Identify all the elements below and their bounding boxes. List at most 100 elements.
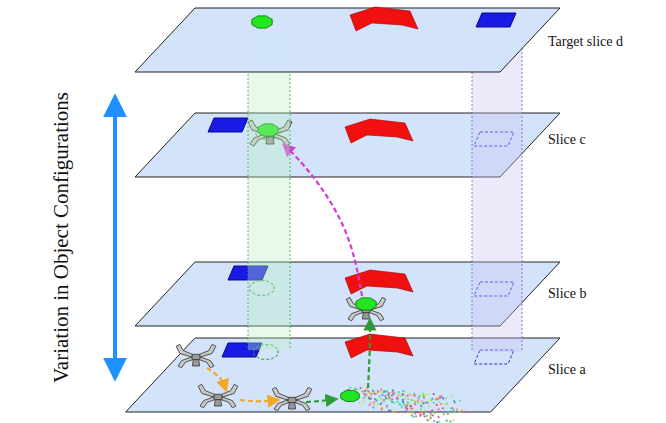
sample-dot <box>401 406 403 408</box>
sample-dot <box>378 395 380 397</box>
blue-object <box>476 13 516 27</box>
sample-dot <box>433 402 435 404</box>
sample-dot <box>438 401 440 403</box>
robot-gripper <box>272 387 312 410</box>
sample-dot <box>452 407 454 409</box>
sample-dot <box>397 394 399 396</box>
sample-dot <box>419 395 421 397</box>
sample-dot <box>424 409 426 411</box>
sample-dot <box>359 387 361 389</box>
sample-dot <box>420 408 422 410</box>
sample-dot <box>405 404 407 406</box>
green-object <box>356 298 376 310</box>
column-edge <box>290 30 291 350</box>
blue-object <box>208 118 248 132</box>
sample-dot <box>362 390 364 392</box>
sample-dot <box>429 416 431 418</box>
sample-dot <box>436 398 438 400</box>
sample-dot <box>456 409 458 411</box>
sample-dot <box>442 407 444 409</box>
sample-dot <box>446 420 448 422</box>
sample-dot <box>436 404 438 406</box>
sample-dot <box>404 397 406 399</box>
sample-dot <box>417 397 419 399</box>
sample-dot <box>426 415 428 417</box>
robot-gripper <box>176 344 216 367</box>
sample-dot <box>453 411 455 413</box>
sample-dot <box>433 393 435 395</box>
sample-dot <box>446 419 448 421</box>
configuration-slice <box>135 8 560 72</box>
projection-column <box>248 30 290 350</box>
sample-dot <box>407 412 409 414</box>
column-edge <box>522 20 523 352</box>
variation-arrow <box>113 98 117 377</box>
sample-dot <box>409 403 411 405</box>
sample-dot <box>363 392 365 394</box>
sample-dot <box>465 411 467 413</box>
slice-label: Slice b <box>548 287 587 301</box>
sample-dot <box>364 390 366 392</box>
motion-path <box>240 400 278 401</box>
sample-dot <box>415 415 417 417</box>
sample-dot <box>381 391 383 393</box>
sample-dot <box>368 397 370 399</box>
sample-dot <box>398 391 400 393</box>
sample-dot <box>449 420 451 422</box>
sample-dot <box>437 396 439 398</box>
sample-dot <box>425 394 427 396</box>
robot-gripper <box>198 384 238 407</box>
green-object <box>252 16 272 28</box>
sample-dot <box>437 415 439 417</box>
sample-dot <box>376 398 378 400</box>
motion-path <box>284 145 362 296</box>
sample-dot <box>447 411 449 413</box>
sample-dot <box>422 393 424 395</box>
sample-dot <box>445 397 447 399</box>
sample-dot <box>442 397 444 399</box>
slice-label: Slice c <box>548 133 586 147</box>
sample-dot <box>436 421 438 423</box>
sample-dot <box>386 406 388 408</box>
sample-dot <box>391 401 393 403</box>
sample-dot <box>438 421 440 423</box>
motion-path <box>306 399 336 402</box>
sample-dot <box>372 406 374 408</box>
sample-dot <box>355 388 357 390</box>
sample-dot <box>422 393 424 395</box>
sample-dot <box>433 412 435 414</box>
sample-dot <box>383 391 385 393</box>
sample-dot <box>409 394 411 396</box>
sample-dot <box>419 413 421 415</box>
sample-dot <box>357 389 359 391</box>
sample-dot <box>364 396 366 398</box>
sample-dot <box>424 402 426 404</box>
sample-dot <box>440 403 442 405</box>
sample-dot <box>414 402 416 404</box>
sample-dot <box>421 406 423 408</box>
sample-dot <box>370 393 372 395</box>
sample-dot <box>410 408 412 410</box>
red-object <box>345 270 413 294</box>
sample-dot <box>409 405 411 407</box>
sample-dot <box>404 395 406 397</box>
sample-dot <box>458 411 460 413</box>
sample-dot <box>430 400 432 402</box>
sample-dot <box>432 414 434 416</box>
sample-dot <box>427 393 429 395</box>
sample-dot <box>383 399 385 401</box>
sample-dot <box>392 389 394 391</box>
sample-dot <box>385 397 387 399</box>
sample-dot <box>409 410 411 412</box>
motion-path <box>207 368 226 390</box>
sample-dot <box>436 404 438 406</box>
sample-dot <box>377 403 379 405</box>
sample-dot <box>381 408 383 410</box>
sample-dot <box>444 403 446 405</box>
sample-dot <box>423 396 425 398</box>
sample-dot <box>368 397 370 399</box>
sample-dot <box>363 401 365 403</box>
sample-dot <box>424 415 426 417</box>
sample-dot <box>393 410 395 412</box>
sample-dot <box>401 393 403 395</box>
